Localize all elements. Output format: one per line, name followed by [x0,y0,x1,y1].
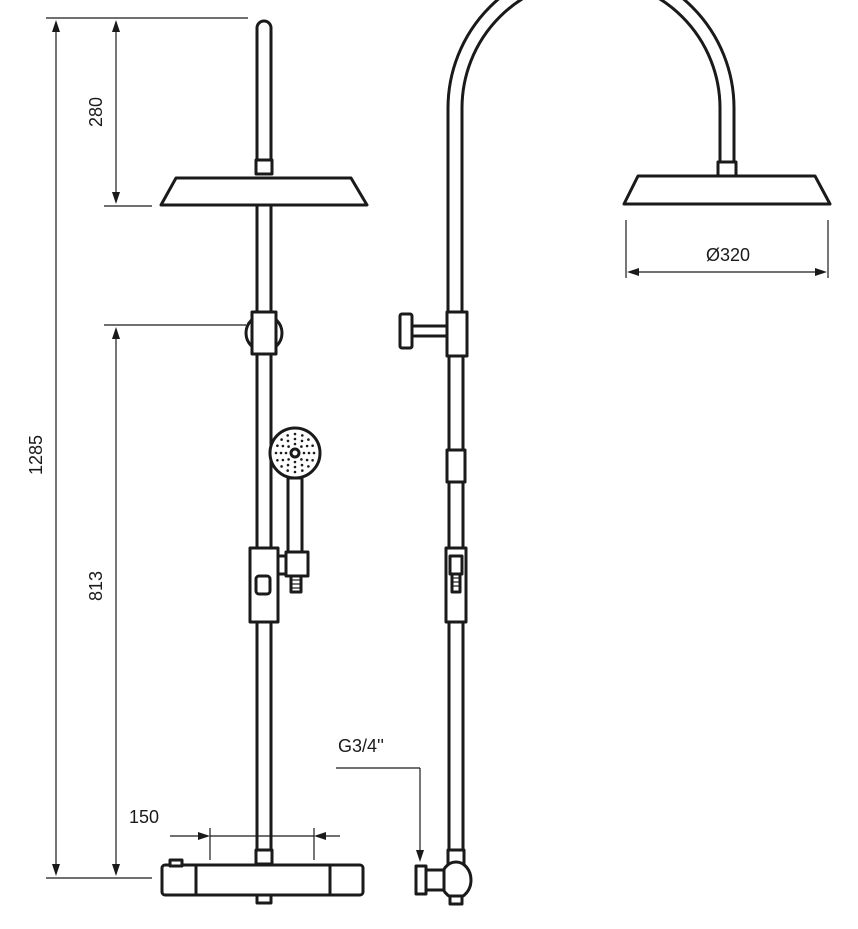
spray-nozzle [312,451,316,455]
mixer-outlet [255,893,273,905]
spray-nozzle [300,439,304,443]
rain-shower-head-side [622,174,832,206]
spray-nozzle [280,465,283,468]
rain-shower-head-front [159,176,369,207]
dim-head-to-top [112,20,120,204]
side-inlet-nut [414,864,428,896]
hose-spring [289,574,303,594]
spray-nozzle [286,469,290,472]
dim-slider-height [112,327,120,876]
spray-nozzle [287,445,290,448]
spray-nozzle [276,459,279,462]
spray-nozzle [300,463,304,467]
head-connector [254,158,274,176]
spray-nozzle [300,445,303,448]
lower-connector [254,848,274,866]
spray-nozzle [274,451,278,455]
arched-riser-inner [460,0,722,314]
dim-overall-height [52,20,60,876]
spray-nozzle [301,469,304,472]
spray-nozzle [279,451,283,455]
label-head-diameter: Ø320 [706,245,750,265]
side-view [398,0,832,906]
spray-nozzle [300,458,303,461]
spray-nozzle [284,451,288,455]
spray-nozzle [276,444,279,448]
side-hose-spring [450,572,462,594]
dimension-lines [46,17,829,879]
spray-nozzle [287,458,290,461]
spray-nozzle [307,451,311,455]
front-view [159,19,369,905]
spray-nozzle [293,470,297,474]
side-holder [448,554,464,576]
side-diverter-knob [398,312,414,350]
label-overall-height: 1285 [26,435,46,475]
spray-nozzle [293,442,297,446]
riser-pipe-top [255,19,273,170]
label-head-to-top: 280 [86,97,106,127]
spray-nozzle [286,439,290,443]
dim-inlet-thread-leader [336,767,424,862]
dim-head-diameter [625,220,829,278]
side-diverter-stem [408,324,449,338]
spray-nozzle [286,463,290,467]
spray-nozzle [293,437,297,441]
hand-shower-center [289,447,301,459]
spray-nozzle [302,451,306,455]
spray-nozzle [305,444,309,448]
hand-shower-spray-nozzles [274,432,316,474]
diverter-body [250,310,278,356]
arched-riser-outer [446,0,736,314]
spray-nozzle [293,460,297,464]
spray-nozzle [281,458,285,462]
spray-nozzle [301,434,304,437]
slider-button [254,574,272,596]
label-inlet-thread: G3/4'' [338,736,384,756]
dim-inlet-spacing [170,828,340,860]
spray-nozzle [305,458,309,462]
mixer-button [168,858,184,868]
side-joint [445,448,467,484]
hand-shower-handle [286,476,304,554]
spray-nozzle [307,438,310,441]
label-slider-height: 813 [86,571,106,601]
spray-nozzle [293,465,297,469]
side-outlet [448,894,464,906]
hand-shower-holder [284,550,310,578]
spray-nozzle [311,444,314,448]
spray-nozzle [307,465,310,468]
spray-nozzle [311,459,314,462]
spray-nozzle [280,438,283,441]
label-inlet-spacing: 150 [129,807,159,827]
side-diverter-body [445,310,469,358]
spray-nozzle [286,434,290,437]
spray-nozzle [281,444,285,448]
thermostatic-mixer [160,863,365,897]
side-head-connector [716,160,738,178]
spray-nozzle [293,432,297,436]
